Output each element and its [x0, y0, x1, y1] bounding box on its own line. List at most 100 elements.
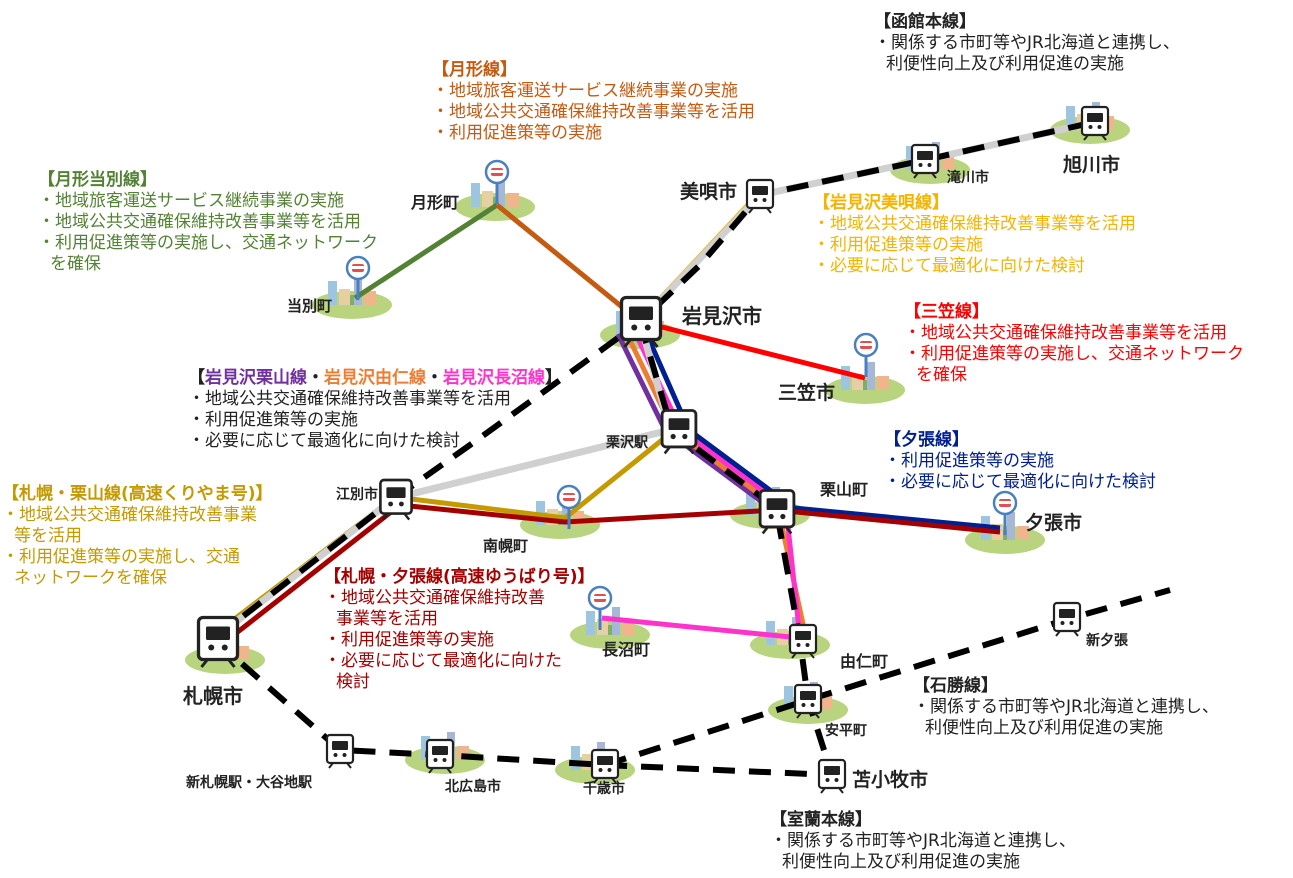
- block-mikasa-title: 【三笠線】: [904, 302, 989, 322]
- city-sapporo: 札幌市: [183, 684, 243, 708]
- block-sapporo-kuriyama-title: 【札幌・栗山線(高速くりやま号)】: [2, 484, 273, 504]
- block-sapporo-kuriyama-line-3: ・利用促進策等の実施し、交通: [2, 547, 240, 567]
- train-icon-shinyubari: [1052, 601, 1082, 638]
- block-tsukigata: 【月形線】 ・地域旅客運送サービス継続事業の実施 ・地域公共交通確保維持改善事業…: [432, 60, 755, 144]
- block-sapporo-kuriyama-line-4: ネットワークを確保: [14, 568, 167, 588]
- block-iwamizawa-bibai: 【岩見沢美唄線】 ・地域公共交通確保維持改善事業等を活用 ・利用促進策等の実施 …: [813, 193, 1136, 277]
- train-icon-bibai: [745, 178, 775, 215]
- city-mikasa: 三笠市: [778, 382, 836, 404]
- block-iwamizawa-bibai-line-3: ・必要に応じて最適化に向けた検討: [813, 256, 1085, 276]
- block-hakodate: 【函館本線】 ・関係する市町等やJR北海道と連携し、 利便性向上及び利用促進の実…: [874, 12, 1180, 75]
- city-abira: 安平町: [825, 723, 867, 739]
- city-tomakomai: 苫小牧市: [852, 769, 929, 791]
- route-tsukigata: [495, 203, 640, 322]
- city-shinyubari: 新夕張: [1086, 633, 1128, 649]
- block-yubari-title: 【夕張線】: [884, 430, 969, 450]
- block-tsukigata-toubetsu-line-4: を確保: [50, 254, 101, 274]
- block-hakodate-title: 【函館本線】: [874, 12, 976, 32]
- title-kuriyama: 岩見沢栗山線: [205, 368, 307, 388]
- city-bibai: 美唄市: [680, 181, 738, 203]
- city-takikawa: 滝川市: [947, 170, 989, 186]
- route-yubari: [641, 326, 1001, 531]
- city-kuriyama: 栗山町: [820, 480, 869, 499]
- block-mikasa: 【三笠線】 ・地域公共交通確保維持改善事業等を活用 ・利用促進策等の実施し、交通…: [904, 302, 1244, 386]
- block-sekisho-line-1: ・関係する市町等やJR北海道と連携し、: [913, 697, 1219, 717]
- city-tsukigata: 月形町: [411, 193, 460, 212]
- block-sapporo-yubari-line-4: ・必要に応じて最適化に向けた: [324, 651, 562, 671]
- block-sapporo-yubari: 【札幌・夕張線(高速ゆうばり号)】 ・地域公共交通確保維持改善 事業等を活用 ・…: [324, 567, 595, 693]
- route-kosoku-yubari: [228, 502, 1001, 640]
- block-iwamizawa-bibai-line-2: ・利用促進策等の実施: [813, 235, 983, 255]
- route-naganuma: [601, 328, 803, 641]
- route-mikasa: [641, 319, 866, 381]
- train-icon-shinsapporo: [325, 733, 355, 770]
- city-iwamizawa: 岩見沢市: [682, 304, 762, 328]
- sep-2: ・: [426, 368, 443, 388]
- block-muroran-line-2: 利便性向上及び利用促進の実施: [782, 852, 1020, 872]
- block-tsukigata-line-1: ・地域旅客運送サービス継続事業の実施: [432, 81, 738, 101]
- block-mikasa-line-1: ・地域公共交通確保維持改善事業等を活用: [904, 323, 1227, 343]
- block-sapporo-kuriyama-line-2: 等を活用: [14, 526, 82, 546]
- block-muroran: 【室蘭本線】 ・関係する市町等やJR北海道と連携し、 利便性向上及び利用促進の実…: [770, 810, 1076, 873]
- route-tsukigata-toubetsu: [353, 202, 499, 301]
- city-yubari: 夕張市: [1025, 512, 1083, 534]
- city-toubetsu: 当別町: [287, 297, 333, 315]
- block-iwamizawa-bibai-line-1: ・地域公共交通確保維持改善事業等を活用: [813, 214, 1136, 234]
- city-kurisawa: 栗沢駅: [606, 435, 648, 451]
- block-sapporo-yubari-line-2: 事業等を活用: [336, 609, 438, 629]
- block-sapporo-kuriyama-line-1: ・地域公共交通確保維持改善事業: [2, 505, 257, 525]
- city-chitose: 千歳市: [583, 781, 625, 797]
- block-sekisho-title: 【石勝線】: [913, 676, 998, 696]
- block-three-lines-title: 【岩見沢栗山線・岩見沢由仁線・岩見沢長沼線】: [188, 368, 562, 389]
- block-tsukigata-title: 【月形線】: [432, 60, 517, 80]
- block-sapporo-yubari-line-3: ・利用促進策等の実施: [324, 630, 494, 650]
- block-tsukigata-toubetsu-line-1: ・地域旅客運送サービス継続事業の実施: [38, 191, 344, 211]
- bracket-close: 】: [545, 368, 562, 388]
- block-tsukigata-line-2: ・地域公共交通確保維持改善事業等を活用: [432, 102, 755, 122]
- block-yubari-line-1: ・利用促進策等の実施: [884, 451, 1054, 471]
- train-icon-iwamizawa: [619, 295, 663, 349]
- block-iwamizawa-bibai-title: 【岩見沢美唄線】: [813, 193, 949, 213]
- block-muroran-title: 【室蘭本線】: [770, 810, 872, 830]
- city-nanporo: 南幌町: [483, 537, 529, 555]
- city-yuni: 由仁町: [840, 652, 889, 671]
- block-tsukigata-line-3: ・利用促進策等の実施: [432, 123, 602, 143]
- block-tsukigata-toubetsu-title: 【月形当別線】: [38, 170, 157, 190]
- block-sapporo-yubari-title: 【札幌・夕張線(高速ゆうばり号)】: [324, 567, 595, 587]
- train-icon-kurisawa: [660, 409, 698, 455]
- train-icon-yuni: [788, 623, 818, 660]
- block-tsukigata-toubetsu-line-3: ・利用促進策等の実施し、交通ネットワーク: [38, 233, 378, 253]
- block-sekisho: 【石勝線】 ・関係する市町等やJR北海道と連携し、 利便性向上及び利用促進の実施: [913, 676, 1219, 739]
- train-icon-takikawa: [910, 143, 940, 180]
- city-asahikawa: 旭川市: [1063, 154, 1121, 176]
- train-icon-asahikawa: [1080, 105, 1110, 142]
- block-hakodate-line-2: 利便性向上及び利用促進の実施: [886, 54, 1124, 74]
- train-icon-ebetsu: [379, 478, 413, 521]
- block-mikasa-line-2: ・利用促進策等の実施し、交通ネットワーク: [904, 344, 1244, 364]
- block-three-lines-line-1: ・地域公共交通確保維持改善事業等を活用: [188, 389, 511, 409]
- block-tsukigata-toubetsu: 【月形当別線】 ・地域旅客運送サービス継続事業の実施 ・地域公共交通確保維持改善…: [38, 170, 378, 275]
- city-naganuma: 長沼町: [602, 640, 651, 659]
- train-icon-kitahiroshima: [425, 738, 455, 775]
- block-yubari-line-2: ・必要に応じて最適化に向けた検討: [884, 472, 1156, 492]
- block-sekisho-line-2: 利便性向上及び利用促進の実施: [925, 718, 1163, 738]
- block-three-lines: 【岩見沢栗山線・岩見沢由仁線・岩見沢長沼線】 ・地域公共交通確保維持改善事業等を…: [188, 368, 562, 452]
- bracket-open: 【: [188, 368, 205, 388]
- block-sapporo-yubari-line-5: 検討: [336, 672, 370, 692]
- town-tsukigata: [455, 179, 535, 221]
- block-sapporo-kuriyama: 【札幌・栗山線(高速くりやま号)】 ・地域公共交通確保維持改善事業 等を活用 ・…: [2, 484, 273, 589]
- train-icon-sapporo: [196, 615, 240, 669]
- block-hakodate-line-1: ・関係する市町等やJR北海道と連携し、: [874, 33, 1180, 53]
- city-ebetsu: 江別市: [336, 487, 378, 503]
- title-yuni: 岩見沢由仁線: [324, 368, 426, 388]
- train-icon-abira: [793, 683, 823, 720]
- title-naganuma: 岩見沢長沼線: [443, 368, 545, 388]
- block-three-lines-line-2: ・利用促進策等の実施: [188, 410, 358, 430]
- city-kitahiroshima: 北広島市: [445, 779, 501, 795]
- block-muroran-line-1: ・関係する市町等やJR北海道と連携し、: [770, 831, 1076, 851]
- train-icon-tomakomai: [817, 758, 847, 795]
- block-tsukigata-toubetsu-line-2: ・地域公共交通確保維持改善事業等を活用: [38, 212, 361, 232]
- block-three-lines-line-3: ・必要に応じて最適化に向けた検討: [188, 431, 460, 451]
- sep-1: ・: [307, 368, 324, 388]
